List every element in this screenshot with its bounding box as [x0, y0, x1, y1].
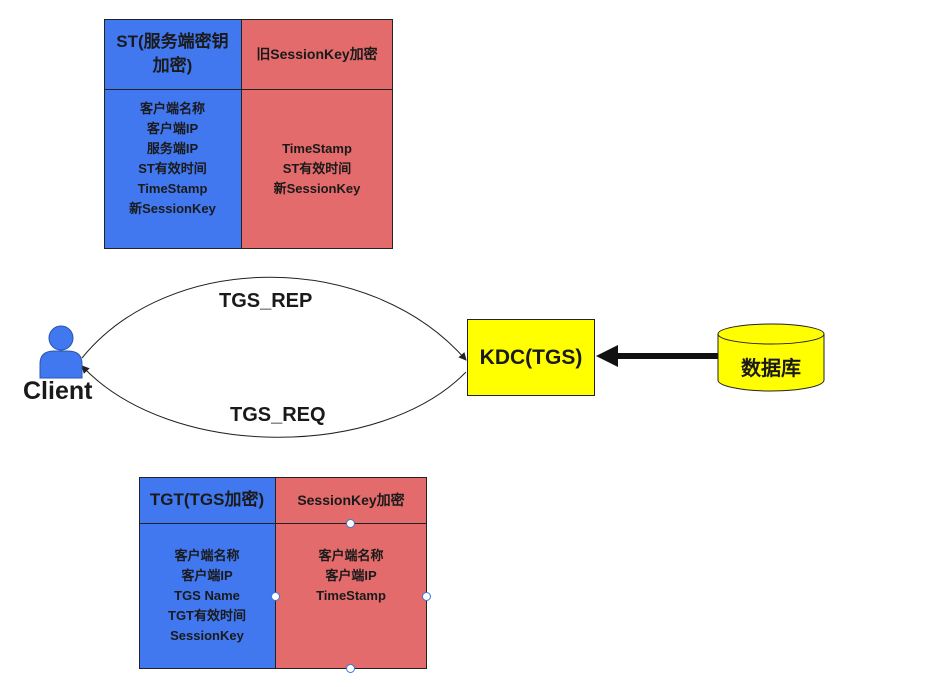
tgs-req-arrow — [81, 365, 467, 438]
st-left-item: ST有效时间 — [138, 161, 207, 176]
st-left-body: 客户端名称 客户端IP 服务端IP ST有效时间 TimeStamp 新Sess… — [104, 89, 241, 249]
st-divider-v — [241, 19, 242, 249]
tgt-right-header-text: SessionKey加密 — [297, 492, 405, 508]
tgt-right-item: 客户端名称 — [318, 548, 384, 563]
tgt-right-body: 客户端名称 客户端IP TimeStamp — [275, 523, 427, 669]
resize-handle-left[interactable] — [271, 592, 280, 601]
st-right-header: 旧SessionKey加密 — [241, 19, 393, 89]
st-left-item: 新SessionKey — [129, 201, 216, 216]
resize-handle-top[interactable] — [346, 519, 355, 528]
tgt-divider-v — [275, 477, 276, 669]
tgt-right-item: 客户端IP — [325, 568, 377, 583]
tgt-frame — [139, 477, 427, 669]
tgt-left-body: 客户端名称 客户端IP TGS Name TGT有效时间 SessionKey — [139, 523, 275, 669]
st-right-item: ST有效时间 — [282, 161, 352, 176]
st-right-item: TimeStamp — [282, 141, 352, 156]
tgt-left-header: TGT(TGS加密) — [139, 477, 275, 523]
st-right-header-text: 旧SessionKey加密 — [256, 46, 378, 62]
tgt-right-item: TimeStamp — [316, 588, 386, 603]
tgt-left-header-text: TGT(TGS加密) — [149, 490, 265, 509]
tgs-rep-label: TGS_REP — [219, 290, 313, 312]
tgs-req-label: TGS_REQ — [230, 404, 326, 426]
kdc-box: KDC(TGS) — [467, 319, 595, 396]
st-left-header-line: ST(服务端密钥 — [116, 32, 229, 51]
database-cylinder — [717, 323, 825, 392]
tgt-box: TGT(TGS加密) SessionKey加密 客户端名称 客户端IP TGS … — [139, 477, 427, 669]
st-left-item: TimeStamp — [137, 181, 208, 196]
tgs-rep-arrow — [81, 276, 467, 361]
resize-handle-right[interactable] — [422, 592, 431, 601]
tgt-left-item: SessionKey — [170, 628, 244, 643]
st-right-body: TimeStamp ST有效时间 新SessionKey — [241, 89, 393, 249]
database-label: 数据库 — [741, 358, 801, 380]
tgt-left-item: 客户端名称 — [174, 548, 240, 563]
st-left-header: ST(服务端密钥 加密) — [104, 19, 241, 89]
resize-handle-bottom[interactable] — [346, 664, 355, 673]
st-left-item: 客户端IP — [146, 121, 199, 136]
tgt-divider-h — [139, 523, 427, 524]
tgt-left-item: TGT有效时间 — [168, 608, 246, 623]
kdc-label: KDC(TGS) — [479, 345, 583, 369]
st-left-item: 服务端IP — [146, 141, 199, 156]
tgt-right-header: SessionKey加密 — [275, 477, 427, 523]
tgt-left-item: TGS Name — [174, 588, 240, 603]
st-left-header-line: 加密) — [152, 56, 193, 75]
client-label: Client — [23, 377, 93, 405]
st-box: ST(服务端密钥 加密) 旧SessionKey加密 客户端名称 客户端IP 服… — [104, 19, 393, 249]
db-to-kdc-arrowhead — [596, 345, 618, 367]
client-user-icon — [39, 325, 83, 379]
tgt-left-item: 客户端IP — [181, 568, 233, 583]
st-left-item: 客户端名称 — [139, 101, 205, 116]
st-frame — [104, 19, 393, 249]
st-divider-h — [104, 89, 393, 90]
st-right-item: 新SessionKey — [273, 181, 361, 196]
